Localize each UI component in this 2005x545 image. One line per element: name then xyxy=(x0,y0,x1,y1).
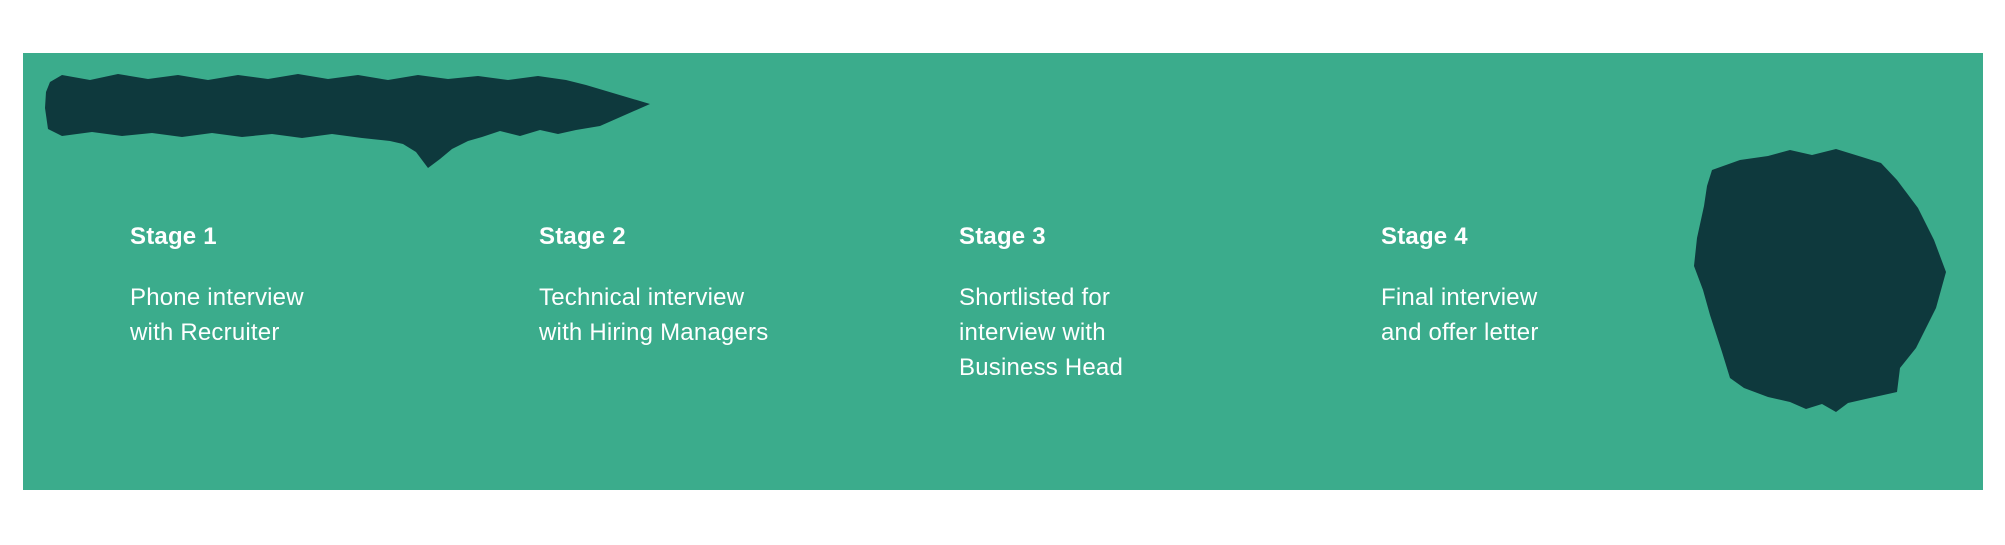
stage-4-description: Final interview and offer letter xyxy=(1381,280,1711,350)
stage-3-desc-line-1: Shortlisted for xyxy=(959,284,1111,311)
stage-1-description: Phone interview with Recruiter xyxy=(130,280,460,350)
stage-3-title: Stage 3 xyxy=(959,223,1046,250)
stage-2-desc-line-2: with Hiring Managers xyxy=(539,319,769,346)
stage-3-desc-line-3: Business Head xyxy=(959,354,1124,381)
stage-2-title: Stage 2 xyxy=(539,223,626,250)
stage-2-desc-line-1: Technical interview xyxy=(539,284,745,311)
stage-1-desc-line-2: with Recruiter xyxy=(130,319,280,346)
stage-3-desc-line-2: interview with xyxy=(959,319,1106,346)
stage-4-title: Stage 4 xyxy=(1381,223,1468,250)
stage-4-desc-line-1: Final interview xyxy=(1381,284,1538,311)
stage-1-title: Stage 1 xyxy=(130,223,217,250)
stage-4-desc-line-2: and offer letter xyxy=(1381,319,1539,346)
stage-1-block: Stage 1 Phone interview with Recruiter xyxy=(130,222,460,350)
stage-4-block: Stage 4 Final interview and offer letter xyxy=(1381,222,1711,350)
stage-2-description: Technical interview with Hiring Managers xyxy=(539,280,869,350)
stage-1-desc-line-1: Phone interview xyxy=(130,284,304,311)
stage-2-block: Stage 2 Technical interview with Hiring M… xyxy=(539,222,869,350)
